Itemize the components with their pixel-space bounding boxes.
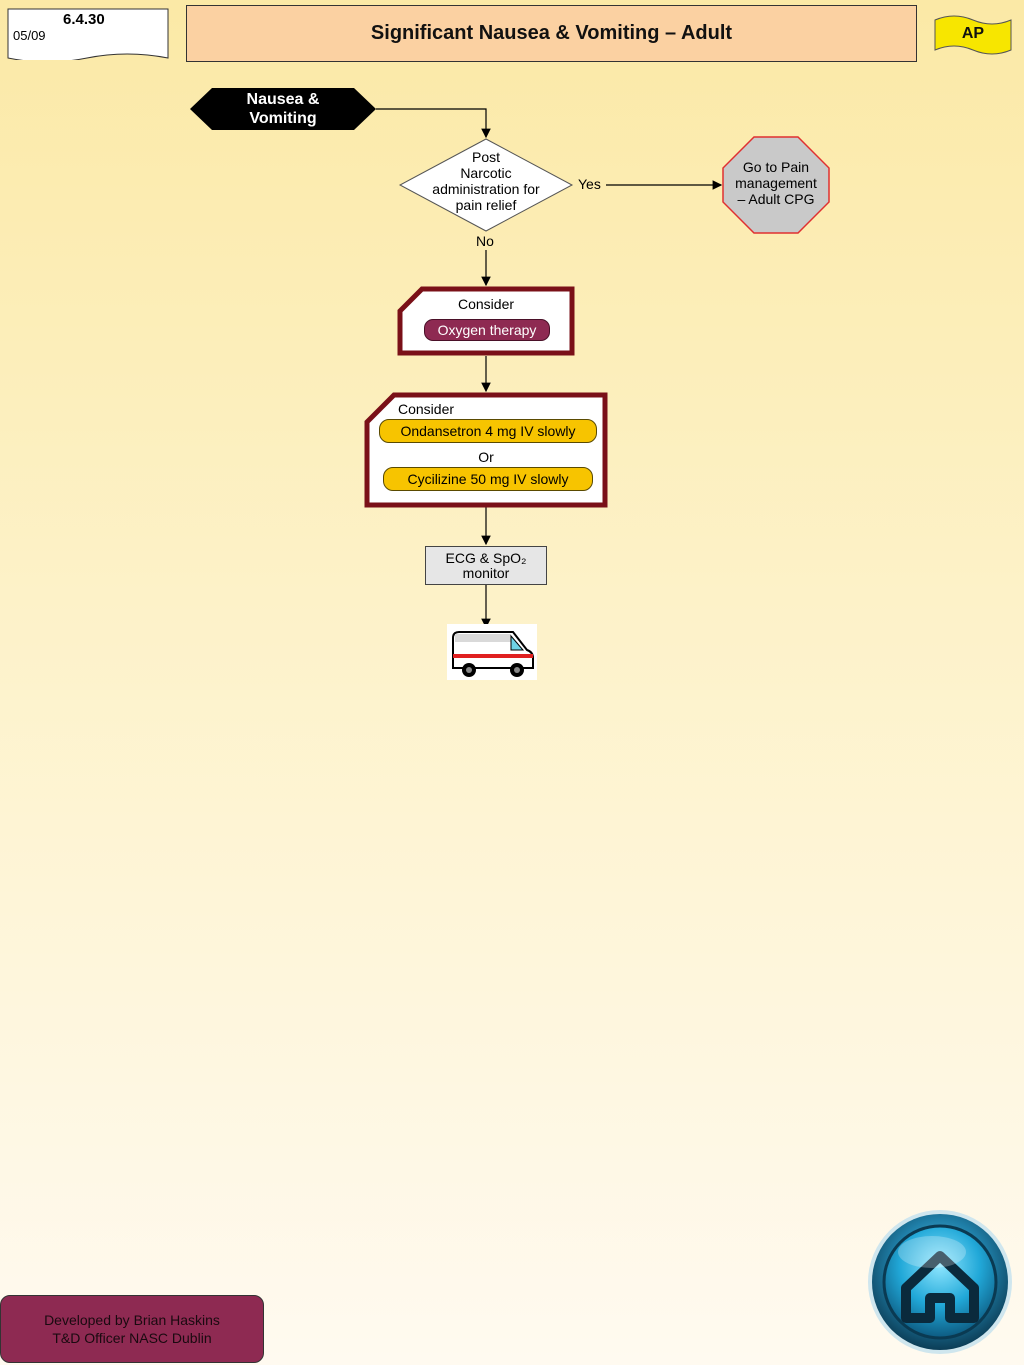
- no-label: No: [476, 233, 494, 249]
- monitor-line-1: ECG & SpO₂: [445, 549, 527, 566]
- badge-flag-shape: [934, 15, 1012, 55]
- page-title: Significant Nausea & Vomiting – Adult: [370, 22, 733, 44]
- consider-heading-oxygen: Consider: [457, 296, 515, 312]
- ondansetron-button[interactable]: Ondansetron 4 mg IV slowly: [379, 419, 597, 443]
- start-line-2: Vomiting: [249, 110, 317, 127]
- credit-line-2: T&D Officer NASC Dublin: [52, 1330, 212, 1346]
- oxygen-therapy-button[interactable]: Oxygen therapy: [424, 319, 550, 341]
- monitor-box: ECG & SpO₂ monitor: [425, 546, 547, 585]
- pain-management-octagon: [722, 136, 830, 234]
- ambulance-icon: [447, 624, 537, 680]
- home-icon: [868, 1210, 1012, 1354]
- cyclizine-button[interactable]: Cycilizine 50 mg IV slowly: [383, 467, 593, 491]
- decision-line: Narcotic: [460, 165, 512, 181]
- decision-line: administration for: [432, 181, 540, 197]
- start-line-1: Nausea &: [246, 91, 320, 108]
- consider-heading-drugs: Consider: [398, 401, 455, 417]
- home-button[interactable]: [866, 1206, 1014, 1358]
- developer-credit: Developed by Brian Haskins T&D Officer N…: [0, 1295, 264, 1363]
- reference-code: 6.4.30: [63, 11, 105, 28]
- credit-line-1: Developed by Brian Haskins: [44, 1312, 220, 1328]
- pain-management-link[interactable]: Go to Pain management – Adult CPG: [726, 159, 826, 207]
- practitioner-level-badge: AP: [934, 14, 1012, 58]
- yes-label: Yes: [578, 176, 601, 192]
- reference-tab-shape: [7, 8, 169, 60]
- start-node-shape: [190, 88, 376, 130]
- level-label: AP: [961, 25, 985, 42]
- pain-line: management: [735, 175, 817, 191]
- decision-text: Post Narcotic administration for pain re…: [400, 149, 572, 213]
- pain-line: – Adult CPG: [737, 191, 815, 207]
- pain-line: Go to Pain: [742, 159, 810, 175]
- decision-line: pain relief: [455, 197, 517, 213]
- connector-start-to-decision: [376, 108, 491, 139]
- monitor-line-2: monitor: [462, 564, 510, 581]
- flowchart-canvas: [190, 88, 830, 629]
- document-reference: 6.4.30 05/09: [7, 8, 169, 60]
- reference-date: 05/09: [13, 28, 46, 43]
- decision-line: Post: [471, 149, 500, 165]
- decision-diamond: [398, 138, 574, 232]
- title-bar: Significant Nausea & Vomiting – Adult: [186, 5, 917, 62]
- start-node: Nausea & Vomiting: [190, 88, 376, 130]
- or-label: Or: [478, 449, 494, 465]
